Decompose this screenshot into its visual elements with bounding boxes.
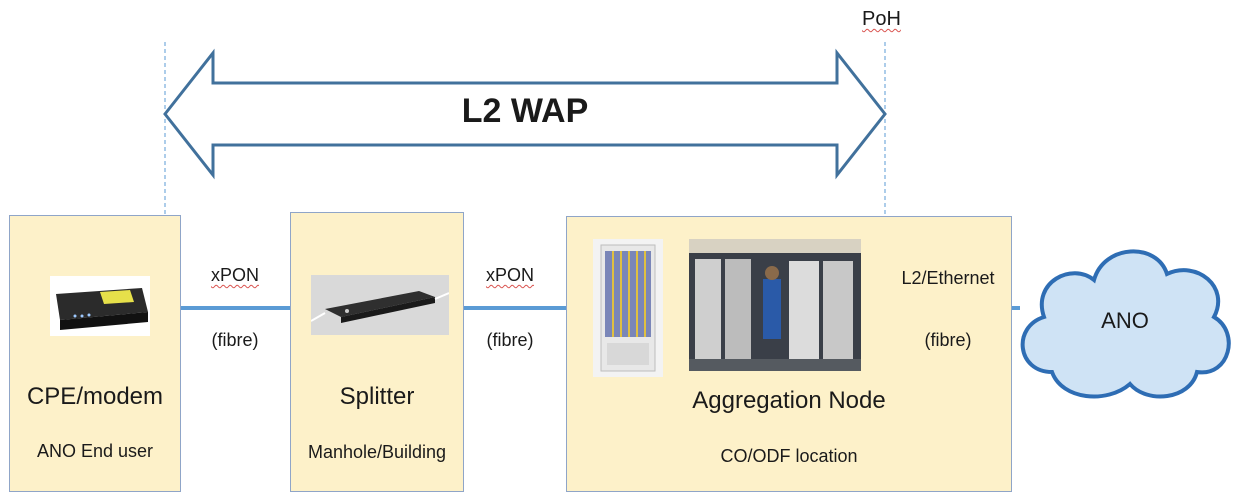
datacenter-photo [689,239,861,371]
link-3-medium: (fibre) [924,330,972,350]
aggregation-title: Aggregation Node [692,387,886,414]
splitter-subtitle: Manhole/Building [307,442,447,462]
aggregation-box: Aggregation Node CO/ODF location [566,216,1012,492]
poh-label: PoH [862,8,901,30]
l2-wap-label: L2 WAP [461,92,589,130]
aggregation-subtitle: CO/ODF location [720,446,858,466]
link-1-protocol: xPON [210,265,259,285]
splitter-title: Splitter [339,383,415,410]
modem-image [50,276,150,336]
link-2-protocol: xPON [485,265,534,285]
splitter-box: Splitter Manhole/Building [290,212,464,492]
l2-wap-arrow [163,48,887,180]
cpe-box: CPE/modem ANO End user [9,215,181,492]
link-3-protocol: L2/Ethernet [901,268,995,288]
splitter-image [311,275,449,335]
cpe-subtitle: ANO End user [36,441,154,461]
link-2-medium: (fibre) [486,330,534,350]
link-1-medium: (fibre) [211,330,259,350]
cpe-title: CPE/modem [26,383,164,410]
odf-rack-image [593,239,663,377]
ano-cloud [1020,249,1231,399]
ano-label: ANO [1101,308,1149,333]
